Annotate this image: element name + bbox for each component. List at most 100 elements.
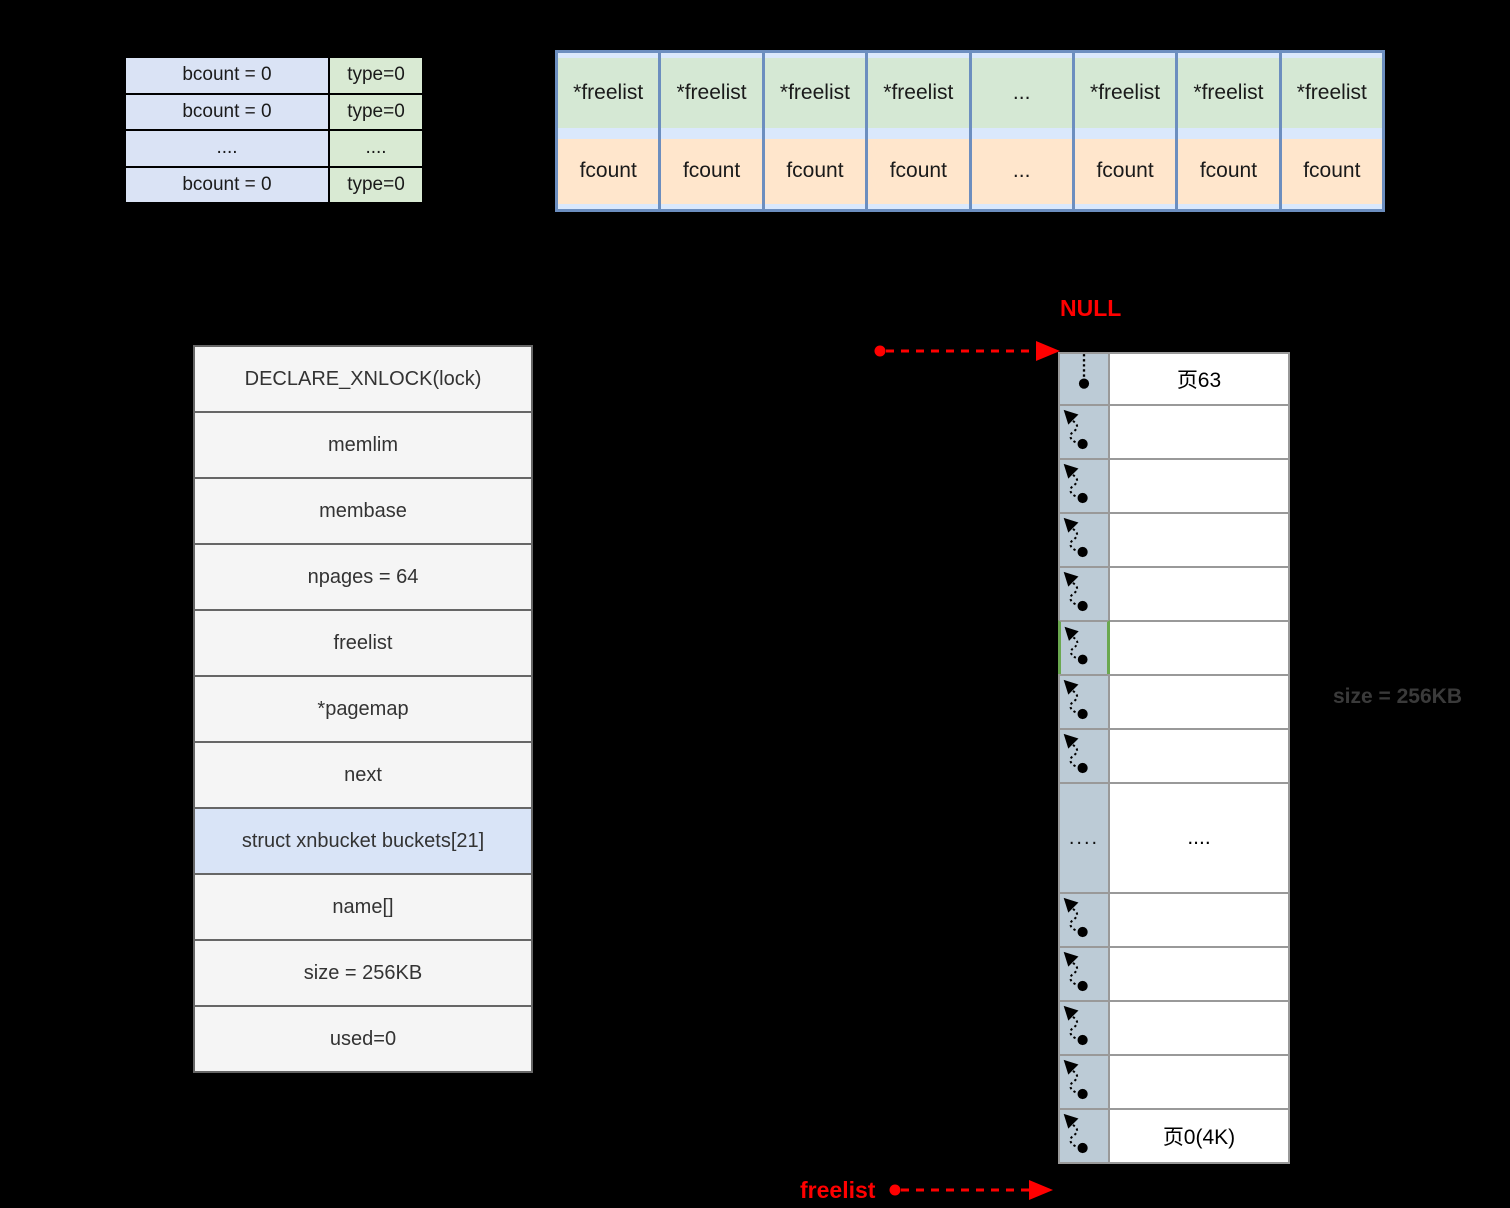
pagemap-pointer-cell <box>1058 1000 1110 1056</box>
pagemap-pointer-cell <box>1058 674 1110 730</box>
pagemap-pointer-cell <box>1058 458 1110 514</box>
zigzag-arrow-icon <box>1063 409 1088 450</box>
zigzag-arrow-icon <box>1063 517 1088 558</box>
pagemap-row <box>1058 566 1290 622</box>
pagemap-row: 页63 <box>1058 352 1290 406</box>
array-column: *freelist fcount <box>558 53 662 209</box>
zigzag-arrow-icon <box>1063 897 1088 938</box>
array-cell-gap <box>765 128 865 139</box>
array-column: *freelist fcount <box>1074 53 1179 209</box>
array-cell-gap <box>1282 128 1382 139</box>
array-cell-gap <box>1178 128 1278 139</box>
pagemap-pointer-cell <box>1058 1108 1110 1164</box>
pagemap-pointer-cell <box>1058 512 1110 568</box>
pagemap-column: 页63........ 页0(4K) <box>1058 352 1290 1164</box>
up-arrow-icon <box>1078 354 1090 389</box>
zigzag-arrow-icon <box>1064 626 1088 665</box>
struct-row: memlim <box>193 411 533 479</box>
null-pointer-arrow-icon <box>874 341 1060 361</box>
struct-row: struct xnbucket buckets[21] <box>193 807 533 875</box>
zigzag-arrow-icon <box>1063 1005 1088 1046</box>
array-cell-freelist: *freelist <box>868 58 969 129</box>
struct-row: DECLARE_XNLOCK(lock) <box>193 345 533 413</box>
array-cell-fcount: fcount <box>764 138 866 204</box>
pagemap-pointer-cell <box>1058 1054 1110 1110</box>
pagemap-page-cell <box>1108 458 1290 514</box>
pagemap-page-cell <box>1108 892 1290 948</box>
zigzag-arrow-icon <box>1063 571 1088 612</box>
zigzag-arrow-icon <box>1063 1059 1088 1100</box>
bucket-cell-bcount: bcount = 0 <box>125 166 329 203</box>
pagemap-pointer-cell <box>1058 352 1110 406</box>
pagemap-page-cell: 页0(4K) <box>1108 1108 1290 1164</box>
array-column: *freelist fcount <box>868 53 972 209</box>
pagemap-row: ........ <box>1058 782 1290 894</box>
array-cell-freelist: *freelist <box>558 58 659 129</box>
pagemap-pointer-cell <box>1058 566 1110 622</box>
pagemap-pointer-cell <box>1058 620 1110 676</box>
pagemap-page-cell <box>1108 404 1290 460</box>
pagemap-pointer-cell <box>1058 946 1110 1002</box>
array-cell-gap <box>972 128 1072 139</box>
array-cell-fcount: fcount <box>1281 138 1382 204</box>
pagemap-pointer-cell <box>1058 892 1110 948</box>
struct-row: name[] <box>193 873 533 941</box>
zigzag-arrow-icon <box>1063 951 1088 992</box>
array-column: *freelist fcount <box>764 53 869 209</box>
pagemap-page-cell <box>1108 512 1290 568</box>
pagemap-row <box>1058 728 1290 784</box>
array-cell-fcount: fcount <box>558 138 659 204</box>
pagemap-page-cell <box>1108 1000 1290 1056</box>
array-cell-fcount: fcount <box>868 138 969 204</box>
struct-row: npages = 64 <box>193 543 533 611</box>
array-cell-freelist: *freelist <box>764 58 866 129</box>
pagemap-page-cell <box>1108 1054 1290 1110</box>
pagemap-pointer-cell: .... <box>1058 782 1110 894</box>
array-cell-gap <box>868 128 968 139</box>
array-cell-gap <box>661 128 761 139</box>
array-column: *freelist fcount <box>1281 53 1382 209</box>
array-column: ...... <box>971 53 1075 209</box>
pagemap-page-cell <box>1108 674 1290 730</box>
pagemap-page-cell: .... <box>1108 782 1290 894</box>
array-cell-fcount: fcount <box>1074 138 1176 204</box>
array-cell-freelist: *freelist <box>1178 58 1279 129</box>
pagemap-row <box>1058 404 1290 460</box>
struct-row: *pagemap <box>193 675 533 743</box>
bucket-cell-bcount: bcount = 0 <box>125 57 329 94</box>
zigzag-arrow-icon <box>1063 463 1088 504</box>
pagemap-row <box>1058 1000 1290 1056</box>
freelist-label: freelist <box>800 1177 876 1203</box>
pagemap-row <box>1058 458 1290 514</box>
pagemap-pointer-dots: .... <box>1068 826 1100 849</box>
freelist-pointer-arrow-icon <box>889 1180 1053 1200</box>
struct-row: size = 256KB <box>193 939 533 1007</box>
array-cell-freelist: ... <box>971 58 1072 129</box>
pagemap-row <box>1058 620 1290 676</box>
pagemap-row: 页0(4K) <box>1058 1108 1290 1164</box>
pagemap-row <box>1058 1054 1290 1110</box>
zigzag-arrow-icon <box>1063 733 1088 774</box>
array-cell-fcount: fcount <box>1178 138 1279 204</box>
array-cell-freelist: *freelist <box>661 58 762 129</box>
struct-row: membase <box>193 477 533 545</box>
bucket-cell-type: type=0 <box>329 166 423 203</box>
zigzag-arrow-icon <box>1063 1113 1088 1154</box>
array-cell-gap <box>1075 128 1175 139</box>
pagemap-page-cell: 页63 <box>1108 352 1290 406</box>
pagemap-pointer-cell <box>1058 728 1110 784</box>
zigzag-arrow-icon <box>1063 679 1088 720</box>
struct-row: freelist <box>193 609 533 677</box>
pagemap-row <box>1058 892 1290 948</box>
pagemap-row <box>1058 674 1290 730</box>
array-cell-fcount: fcount <box>661 138 762 204</box>
bucket-cell-type: type=0 <box>329 57 423 94</box>
bucket-cell-type: .... <box>329 130 423 167</box>
bucket-cell-type: type=0 <box>329 93 423 130</box>
array-cell-freelist: *freelist <box>1281 58 1382 129</box>
pagemap-page-cell <box>1108 946 1290 1002</box>
array-cell-freelist: *freelist <box>1074 58 1176 129</box>
